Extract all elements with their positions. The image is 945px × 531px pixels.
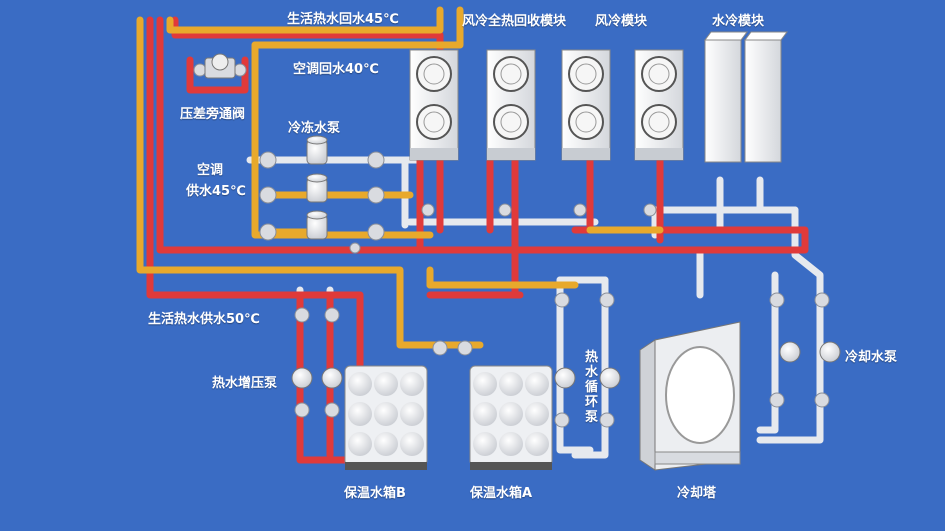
tank-b — [344, 365, 428, 470]
label-domestic-hot-supply: 生活热水供水50℃ — [148, 312, 260, 327]
label-ac-supply-line2: 供水45℃ — [186, 184, 246, 199]
label-air-cooled-module: 风冷模块 — [595, 14, 648, 29]
circulation-pumps — [554, 367, 621, 389]
label-booster-pump: 热水增压泵 — [212, 376, 278, 391]
cooling-tower — [639, 321, 741, 471]
label-bypass-valve: 压差旁通阀 — [180, 107, 246, 122]
label-tank-b: 保温水箱B — [344, 486, 406, 501]
tank-a — [469, 365, 553, 470]
ac-water-pipes — [136, 6, 664, 349]
water-cooled-modules — [704, 31, 788, 163]
label-air-cooled-heat-recovery: 风冷全热回收模块 — [462, 14, 567, 29]
label-ac-supply-line1: 空调 — [197, 163, 224, 178]
label-chilled-pump: 冷冻水泵 — [288, 121, 341, 136]
label-domestic-hot-return: 生活热水回水45℃ — [287, 12, 399, 27]
air-cooled-heat-recovery-modules — [409, 49, 536, 161]
label-cooling-tower: 冷却塔 — [677, 486, 717, 501]
label-cooling-pump: 冷却水泵 — [845, 350, 898, 365]
air-cooled-modules — [561, 49, 684, 161]
label-tank-a: 保温水箱A — [470, 486, 533, 501]
label-ac-return: 空调回水40℃ — [293, 62, 379, 77]
valves — [193, 63, 830, 428]
label-water-cooled-module: 水冷模块 — [712, 14, 765, 29]
bypass-valve — [204, 53, 236, 79]
cooling-water-pumps — [779, 341, 841, 363]
booster-pumps — [291, 367, 343, 389]
label-circulation-pump: 热水循环泵 — [585, 350, 599, 425]
domestic-hot-water-pipes — [146, 16, 809, 464]
chilled-water-pumps — [306, 135, 328, 240]
